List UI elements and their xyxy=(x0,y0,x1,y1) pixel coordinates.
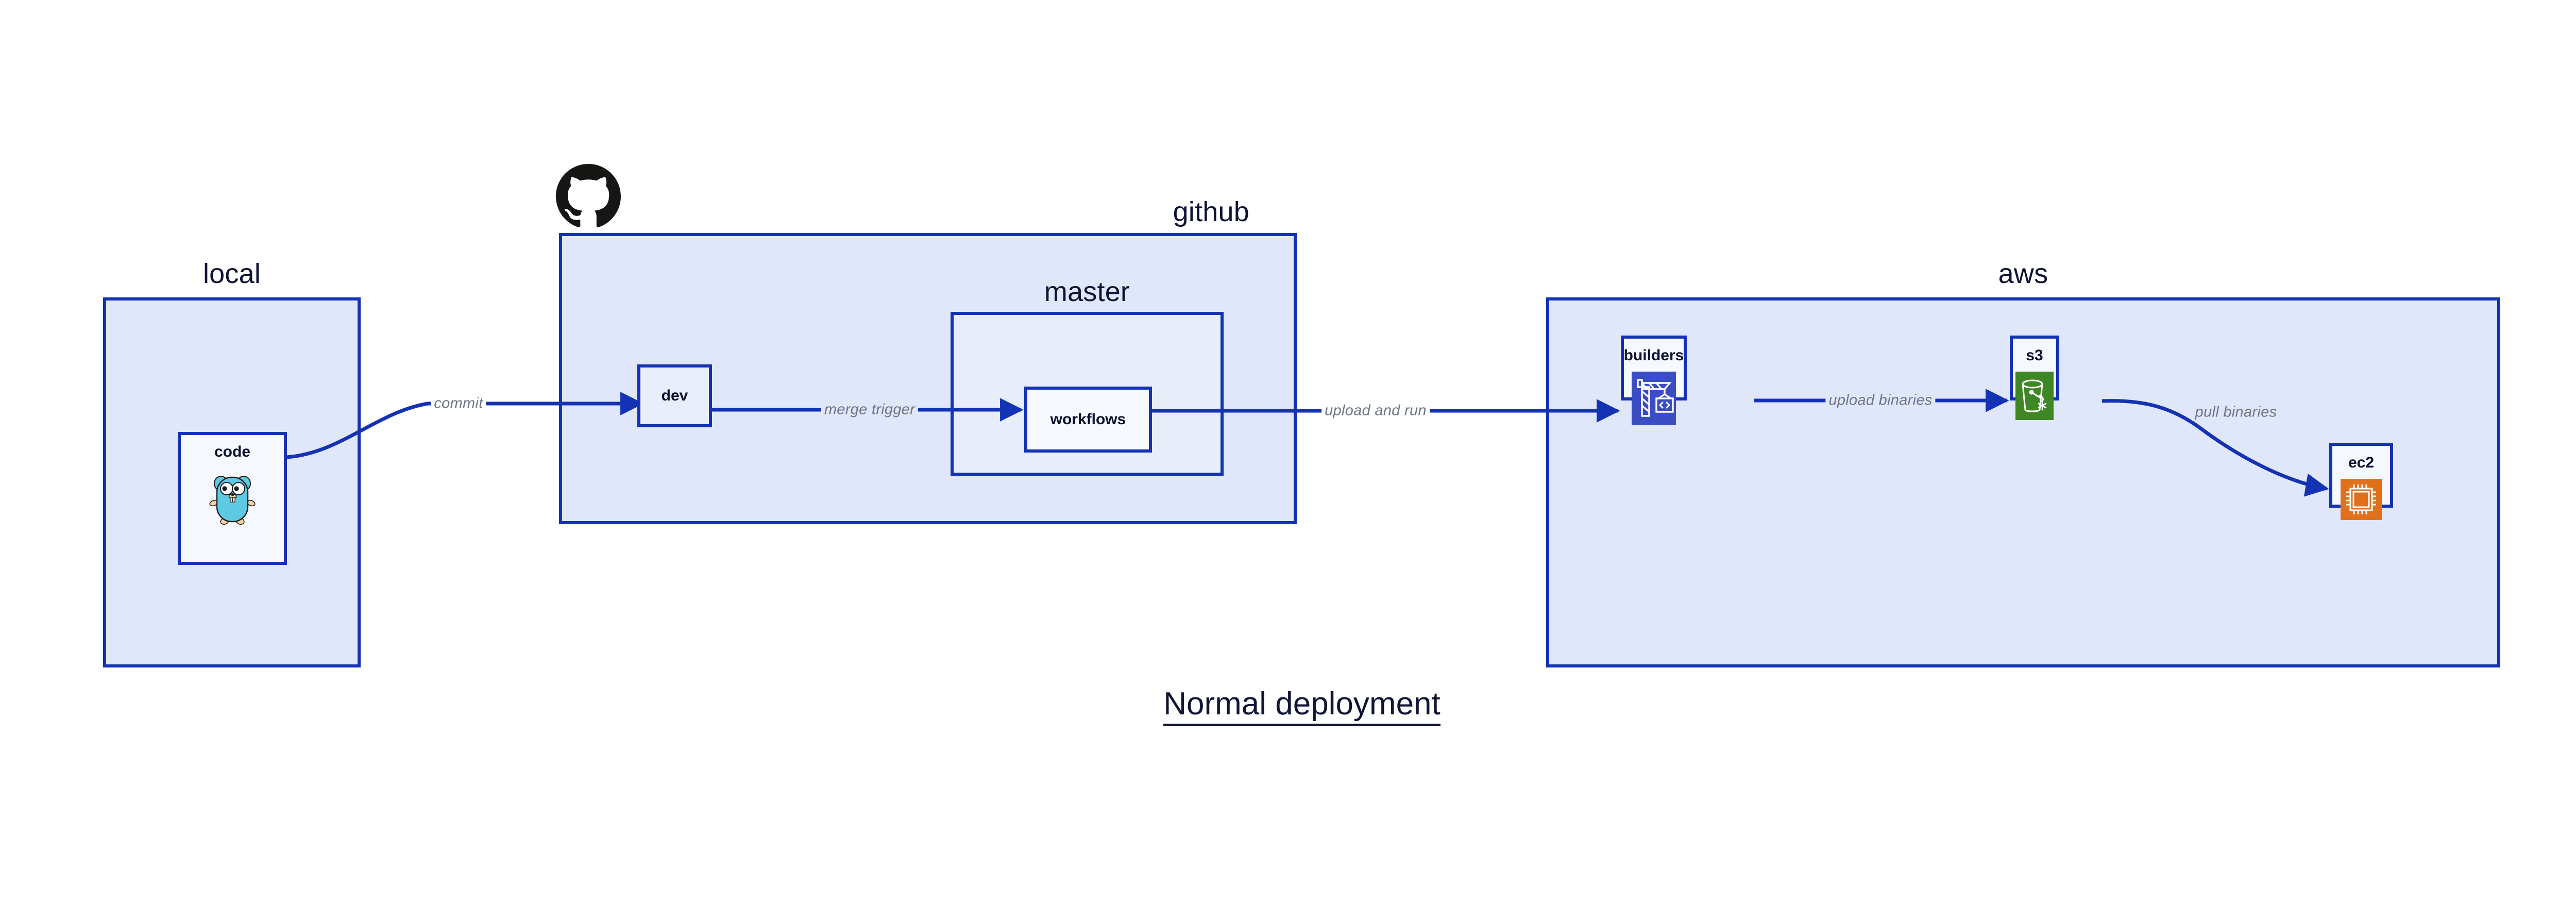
cluster-master-label: master xyxy=(1044,276,1130,307)
node-dev[interactable]: dev xyxy=(637,364,712,427)
edge-label-merge-trigger: merge trigger xyxy=(821,401,919,419)
edge-label-commit: commit xyxy=(431,395,486,412)
aws-crane-code-icon xyxy=(1632,372,1676,425)
node-dev-label: dev xyxy=(661,387,688,404)
aws-ec2-chip-icon xyxy=(2341,479,2382,523)
aws-s3-bucket-icon xyxy=(2015,372,2054,420)
edge-label-pull-binaries: pull binaries xyxy=(2192,404,2280,421)
cluster-github-label: github xyxy=(1173,196,1249,227)
cluster-aws-label: aws xyxy=(1998,258,2048,289)
cluster-local-label: local xyxy=(202,258,261,289)
node-workflows-label: workflows xyxy=(1050,411,1126,428)
diagram-title: Normal deployment xyxy=(0,686,2576,726)
aws-ec2-chip-icon xyxy=(2341,479,2382,520)
node-code-label: code xyxy=(214,443,251,460)
node-ec2[interactable]: ec2 xyxy=(2329,443,2393,520)
node-s3[interactable]: s3 xyxy=(2010,336,2059,420)
github-octocat-logo xyxy=(555,164,621,231)
go-gopher-icon xyxy=(209,468,256,528)
node-ec2-label: ec2 xyxy=(2348,454,2375,471)
node-builders-label: builders xyxy=(1623,347,1684,364)
node-s3-label: s3 xyxy=(2026,347,2043,364)
node-code[interactable]: code xyxy=(178,432,287,565)
node-builders[interactable]: builders xyxy=(1621,336,1687,425)
aws-crane-code-icon xyxy=(1632,372,1676,428)
node-workflows[interactable]: workflows xyxy=(1024,387,1152,453)
edge-label-upload-and-run: upload and run xyxy=(1321,402,1430,420)
diagram-title-text: Normal deployment xyxy=(1163,686,1440,726)
edge-label-upload-binaries: upload binaries xyxy=(1825,392,1936,409)
aws-s3-bucket-icon xyxy=(2015,372,2054,423)
